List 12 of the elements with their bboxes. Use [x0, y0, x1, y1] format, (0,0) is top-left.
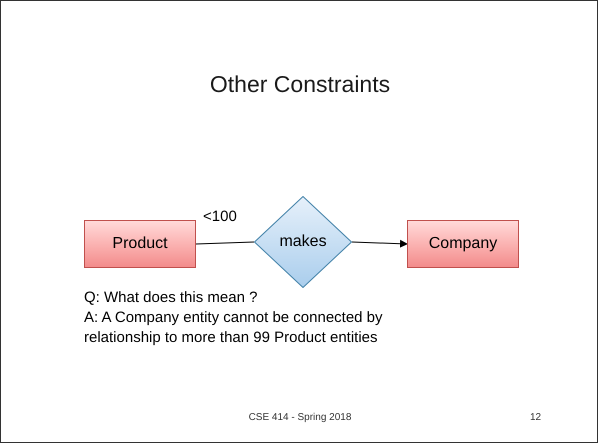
relationship-name: makes	[279, 232, 327, 252]
connector-line	[196, 242, 254, 244]
page-number: 12	[530, 411, 542, 425]
slide-title: Other Constraints	[208, 70, 392, 99]
footer-text: CSE 414 - Spring 2018	[248, 411, 352, 425]
arrow	[352, 240, 408, 248]
answer-text: A: A Company entity cannot be connected by relationship to more than 99 Product entities	[84, 308, 384, 348]
entity-name: Product	[112, 234, 168, 254]
question-text: Q: What does this mean ?	[84, 288, 258, 308]
entity-box	[407, 220, 519, 268]
entity-box	[84, 220, 196, 268]
entity-name: Company	[428, 234, 498, 254]
